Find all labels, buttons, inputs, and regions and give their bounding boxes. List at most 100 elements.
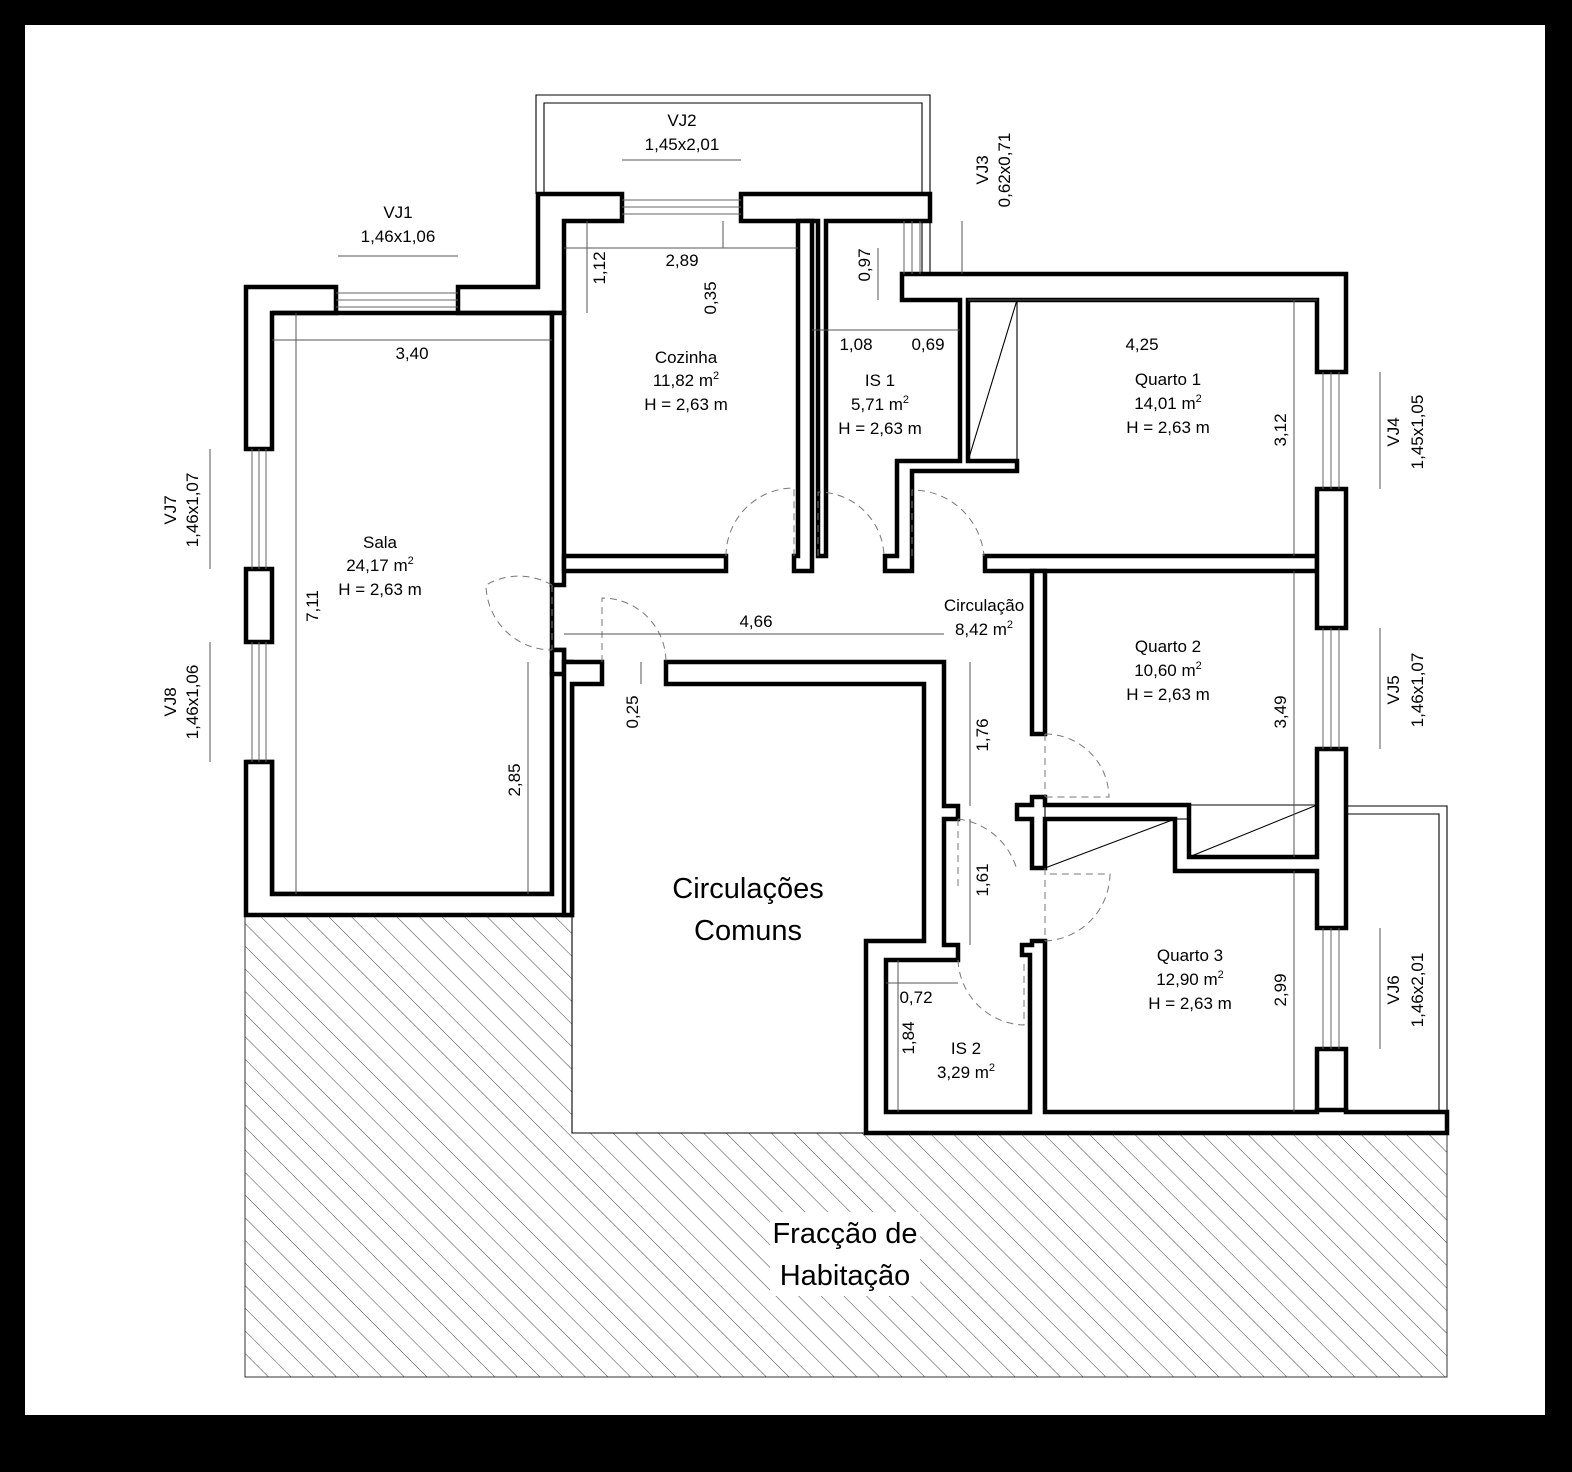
dim-sala-width: 3,40: [395, 344, 428, 363]
room-sala: Sala 24,17 m2 H = 2,63 m: [338, 533, 422, 599]
dim-quarto2-depth: 3,49: [1271, 695, 1290, 728]
room-circulacao: Circulação 8,42 m2: [944, 596, 1024, 639]
dim-is1-width: 1,08: [839, 335, 872, 354]
room-name: Quarto 1: [1135, 370, 1201, 389]
room-cozinha: Cozinha 11,82 m2 H = 2,63 m: [644, 348, 728, 414]
vj4-size: 1,45x1,05: [1408, 395, 1427, 470]
room-height: H = 2,63 m: [644, 395, 728, 414]
dim-quarto1-depth: 3,12: [1271, 413, 1290, 446]
room-area: 3,29 m2: [937, 1062, 995, 1082]
room-height: H = 2,63 m: [1126, 685, 1210, 704]
door-circ-comuns: [601, 597, 667, 663]
fraccao-line2: Habitação: [780, 1260, 911, 1292]
doors: [485, 487, 1111, 1026]
wall-q2-q3-divider: [1014, 746, 1349, 931]
wall-cozinha-north-right: [738, 191, 933, 559]
room-name: IS 1: [865, 371, 895, 390]
room-name: IS 2: [951, 1039, 981, 1058]
wall-sala-west-mid: [243, 566, 275, 645]
balcony-east-inner: [1347, 813, 1440, 1112]
door-is1: [817, 491, 885, 557]
dim-circ-a: 0,25: [623, 695, 642, 728]
dim-quarto1-width: 4,25: [1125, 335, 1158, 354]
circulacoes-comuns-line1: Circulações: [672, 873, 824, 905]
room-area: 10,60 m2: [1134, 660, 1202, 680]
wall-south-block: [663, 659, 1450, 1136]
vj5-name: VJ5: [1384, 675, 1403, 704]
wall-cozinha-south: [561, 553, 729, 574]
door-quarto3: [1044, 868, 1111, 942]
room-is2: IS 2 3,29 m2: [937, 1039, 995, 1082]
room-name: Quarto 2: [1135, 637, 1201, 656]
balcony-north-inner: [543, 102, 923, 274]
vj6-name: VJ6: [1384, 975, 1403, 1004]
vj6-size: 1,46x2,01: [1408, 953, 1427, 1028]
vj8-name: VJ8: [161, 687, 180, 716]
wall-east-q1-q2: [1314, 486, 1349, 631]
vj2-name: VJ2: [667, 111, 696, 130]
room-area: 5,71 m2: [851, 394, 909, 414]
vj1-name: VJ1: [383, 203, 412, 222]
vj2-size: 1,45x2,01: [645, 135, 720, 154]
vj3-glazing: [903, 221, 921, 274]
dim-sala-partial: 2,85: [505, 763, 524, 796]
room-area: 8,42 m2: [955, 619, 1013, 639]
room-height: H = 2,63 m: [1148, 994, 1232, 1013]
vj1-size: 1,46x1,06: [361, 227, 436, 246]
fraccao-line1: Fracção de: [772, 1218, 917, 1250]
walls: [243, 191, 1450, 1136]
vj8-size: 1,46x1,06: [183, 665, 202, 740]
wall-cozinha-east: [791, 218, 815, 574]
door-circ-right: [957, 818, 1018, 871]
dim-circ-b: 1,76: [973, 718, 992, 751]
dim-is1-b: 0,69: [911, 335, 944, 354]
dim-cozinha-width: 2,89: [665, 251, 698, 270]
dimension-lines: [209, 159, 1381, 1112]
balcony-east: [1347, 805, 1448, 1112]
room-area: 12,90 m2: [1156, 969, 1224, 989]
room-height: H = 2,63 m: [338, 580, 422, 599]
vj5-size: 1,46x1,07: [1408, 653, 1427, 728]
vj7-size: 1,46x1,07: [183, 473, 202, 548]
vj6-glazing: [1322, 928, 1340, 1049]
dim-is1-c: 0,97: [855, 248, 874, 281]
vj3-name: VJ3: [973, 155, 992, 184]
dim-circ-length: 4,66: [739, 612, 772, 631]
door-sala: [485, 575, 553, 651]
dim-circ-c: 1,61: [973, 863, 992, 896]
wall-quarto2-west: [1029, 568, 1048, 737]
room-area: 24,17 m2: [346, 555, 414, 575]
wall-is1-east: [882, 271, 1349, 574]
wall-east-q3-south: [1314, 1046, 1349, 1115]
dim-sala-depth: 7,11: [303, 590, 322, 622]
room-name: Sala: [363, 533, 398, 552]
wardrobes: [967, 299, 1318, 869]
room-name: Cozinha: [655, 348, 718, 367]
room-area: 14,01 m2: [1134, 393, 1202, 413]
room-area: 11,82 m2: [653, 370, 719, 390]
balcony-north: [535, 94, 931, 274]
door-cozinha: [725, 487, 795, 557]
room-quarto3: Quarto 3 12,90 m2 H = 2,63 m: [1148, 946, 1232, 1013]
dim-cozinha-a: 1,12: [590, 251, 609, 284]
windows-glazing: [251, 199, 1340, 1049]
vj8-glazing: [251, 642, 267, 762]
dim-cozinha-b: 0,35: [701, 281, 720, 314]
room-height: H = 2,63 m: [1126, 418, 1210, 437]
circulacoes-comuns-line2: Comuns: [694, 915, 802, 947]
room-name: Quarto 3: [1157, 946, 1223, 965]
door-quarto1: [911, 489, 985, 557]
vj4-glazing: [1322, 372, 1340, 489]
door-quarto2: [1044, 733, 1110, 798]
wall-sala-cozinha-divider: [549, 310, 567, 588]
dim-is2-a: 0,72: [899, 988, 932, 1007]
room-is1: IS 1 5,71 m2 H = 2,63 m: [838, 371, 922, 438]
vj7-glazing: [251, 449, 267, 569]
room-quarto1: Quarto 1 14,01 m2 H = 2,63 m: [1126, 370, 1210, 437]
room-name: Circulação: [944, 596, 1024, 615]
door-is2: [957, 959, 1025, 1026]
common-circulation-outline: [571, 915, 866, 1134]
room-quarto2: Quarto 2 10,60 m2 H = 2,63 m: [1126, 637, 1210, 704]
dim-quarto3-depth: 2,99: [1271, 973, 1290, 1006]
